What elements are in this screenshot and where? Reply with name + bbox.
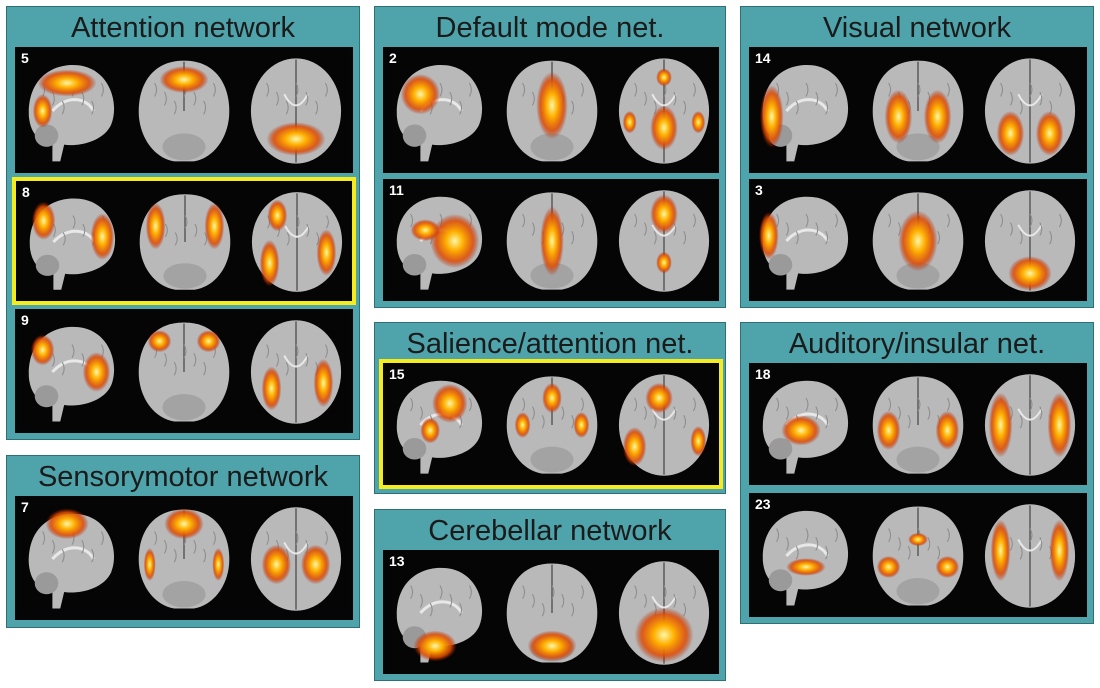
component-panel-highlighted: 8 xyxy=(12,177,356,305)
group-title: Auditory/insular net. xyxy=(788,328,1046,360)
group-cerebellar-network: Cerebellar network 13 xyxy=(374,509,726,681)
component-panel: 11 xyxy=(383,179,719,301)
sagittal-slice xyxy=(28,326,115,422)
component-number: 14 xyxy=(755,50,771,66)
coronal-slice xyxy=(506,563,598,663)
coronal-slice xyxy=(506,60,598,162)
axial-slice xyxy=(618,58,710,164)
sagittal-slice xyxy=(762,380,849,474)
component-panel: 18 xyxy=(749,363,1087,485)
component-panel: 3 xyxy=(749,179,1087,301)
sagittal-slice xyxy=(29,198,116,290)
component-panel: 9 xyxy=(15,309,353,433)
component-panel: 2 xyxy=(383,47,719,173)
sagittal-slice xyxy=(28,65,115,162)
group-visual-network: Visual network 14 3 xyxy=(740,6,1094,308)
axial-slice xyxy=(984,374,1076,476)
component-number: 15 xyxy=(389,366,405,382)
group-title: Attention network xyxy=(70,12,296,44)
group-auditory-insular-network: Auditory/insular net. 18 23 xyxy=(740,322,1094,624)
sagittal-slice xyxy=(759,65,849,162)
coronal-slice xyxy=(138,508,230,609)
axial-slice xyxy=(984,190,1076,292)
component-panel: 13 xyxy=(383,550,719,674)
component-number: 2 xyxy=(389,50,397,66)
coronal-slice xyxy=(872,376,964,474)
component-number: 23 xyxy=(755,496,771,512)
axial-slice xyxy=(250,58,342,164)
sagittal-slice xyxy=(758,196,849,290)
component-number: 13 xyxy=(389,553,405,569)
group-title: Salience/attention net. xyxy=(406,328,694,360)
sagittal-slice xyxy=(396,65,483,162)
component-number: 18 xyxy=(755,366,771,382)
component-number: 9 xyxy=(21,312,29,328)
component-panel-highlighted: 15 xyxy=(379,359,723,489)
axial-slice xyxy=(618,190,710,292)
sagittal-slice xyxy=(762,510,849,606)
axial-slice xyxy=(250,507,342,611)
coronal-slice xyxy=(138,60,230,162)
axial-slice xyxy=(984,58,1076,164)
axial-slice xyxy=(618,374,710,476)
group-salience-attention-network: Salience/attention net. 15 xyxy=(374,322,726,494)
group-default-mode-network: Default mode net. 2 11 xyxy=(374,6,726,308)
axial-slice xyxy=(250,320,342,424)
axial-slice xyxy=(984,504,1076,608)
group-attention-network: Attention network 5 8 9 xyxy=(6,6,360,440)
coronal-slice xyxy=(872,192,964,290)
coronal-slice xyxy=(138,322,230,422)
component-panel: 14 xyxy=(749,47,1087,173)
coronal-slice xyxy=(872,506,964,606)
sagittal-slice xyxy=(396,380,483,474)
component-number: 7 xyxy=(21,499,29,515)
group-title: Default mode net. xyxy=(435,12,665,44)
sagittal-slice xyxy=(396,567,483,663)
coronal-slice xyxy=(506,376,598,474)
sagittal-slice xyxy=(28,508,115,609)
coronal-slice xyxy=(139,194,231,290)
axial-slice xyxy=(251,192,343,292)
axial-slice xyxy=(618,561,710,665)
sagittal-slice xyxy=(396,196,483,290)
component-panel: 5 xyxy=(15,47,353,173)
group-title: Visual network xyxy=(822,12,1012,44)
component-number: 11 xyxy=(389,182,404,198)
component-panel: 7 xyxy=(15,496,353,620)
coronal-slice xyxy=(872,60,964,162)
component-number: 5 xyxy=(21,50,29,66)
component-panel: 23 xyxy=(749,493,1087,617)
coronal-slice xyxy=(506,192,598,290)
group-title: Cerebellar network xyxy=(428,515,672,547)
group-sensorymotor-network: Sensorymotor network 7 xyxy=(6,455,360,628)
component-number: 8 xyxy=(22,184,30,200)
component-number: 3 xyxy=(755,182,763,198)
group-title: Sensorymotor network xyxy=(37,461,329,493)
